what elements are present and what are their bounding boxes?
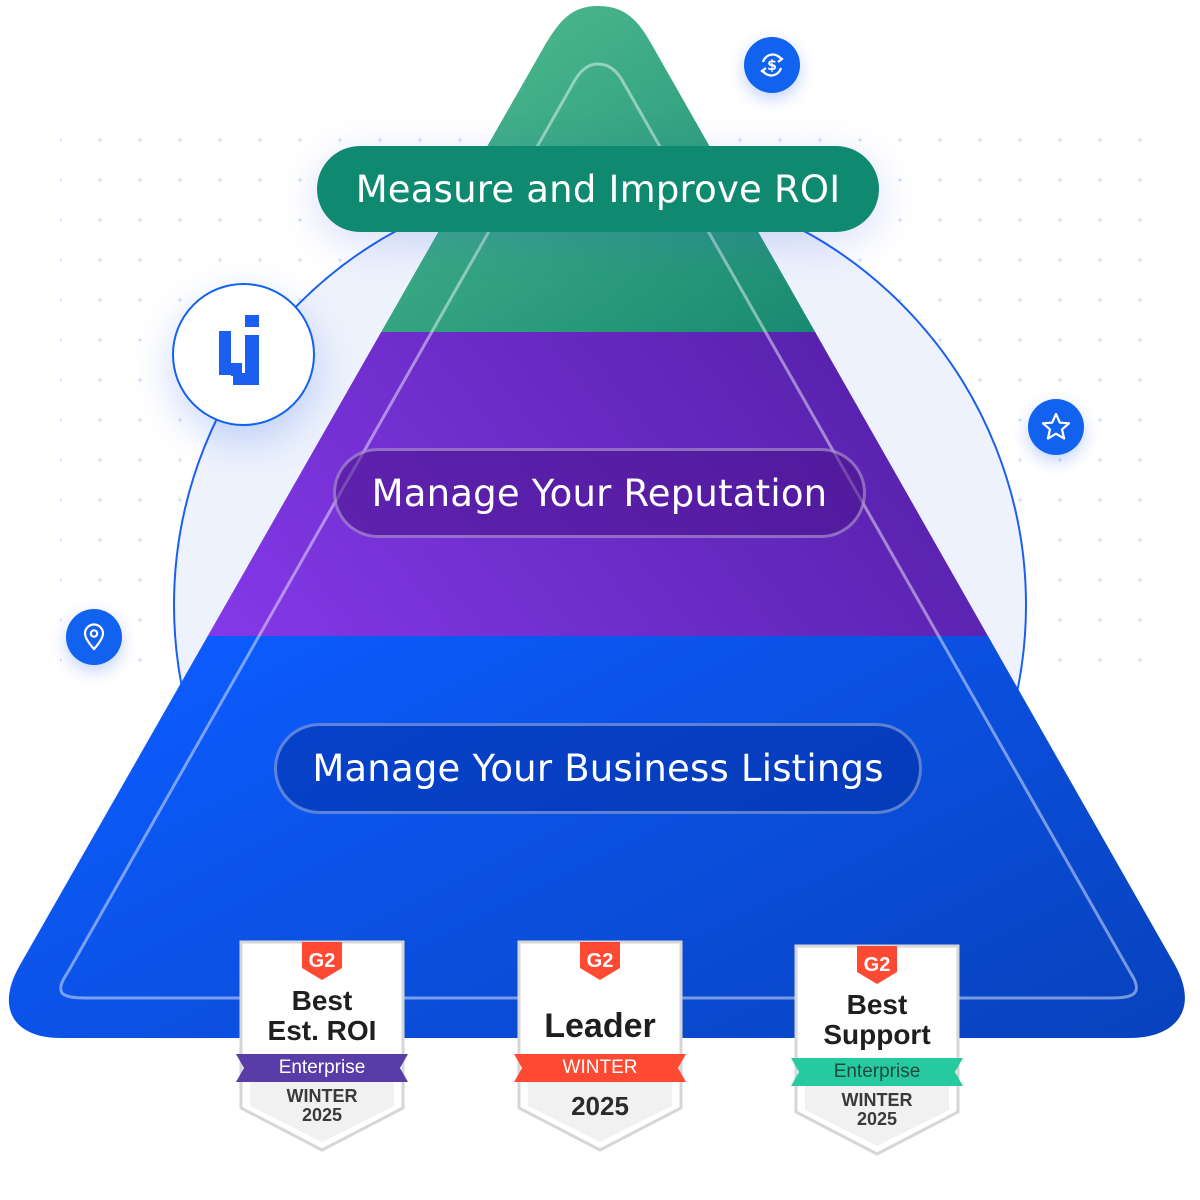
badge-title-line: Best: [291, 985, 353, 1016]
badge-footer-line: WINTER: [286, 1086, 358, 1106]
badge-footer-line: WINTER: [841, 1090, 913, 1110]
tier-label: Manage Your Reputation: [371, 471, 828, 515]
location-pin-icon: [66, 609, 122, 665]
badge-footer: WINTER 2025: [236, 1087, 408, 1125]
tier-label: Measure and Improve ROI: [355, 167, 841, 211]
badge-footer-line: 2025: [301, 1105, 343, 1125]
badge-title-line: Best: [846, 989, 908, 1020]
dollar-refresh-icon: $: [744, 37, 800, 93]
g2-logo: G2: [309, 950, 336, 972]
badge-title-line: Support: [823, 1019, 931, 1050]
tier-pill-business-listings: Manage Your Business Listings: [274, 723, 922, 814]
badge-footer: 2025: [571, 1091, 629, 1121]
badge-title: Leader: [544, 1007, 656, 1045]
tier-pill-reputation: Manage Your Reputation: [333, 448, 866, 538]
g2-logo: G2: [864, 954, 891, 976]
tier-label: Manage Your Business Listings: [312, 747, 884, 790]
g2-badge-leader: G2 Leader WINTER 2025: [514, 938, 686, 1153]
svg-text:$: $: [767, 58, 777, 74]
badge-ribbon: WINTER: [562, 1057, 638, 1078]
brand-logo-icon: [172, 283, 315, 426]
star-icon: [1028, 399, 1084, 455]
badge-footer: WINTER 2025: [791, 1091, 963, 1129]
g2-badge-best-est-roi: G2 Best Est. ROI Enterprise WINTER 2025: [236, 938, 408, 1153]
g2-logo: G2: [587, 950, 614, 972]
badge-footer-line: 2025: [856, 1109, 898, 1129]
badge-title: Best Support: [791, 990, 963, 1050]
badge-title-line: Est. ROI: [267, 1015, 377, 1046]
tier-pill-measure-roi: Measure and Improve ROI: [317, 146, 879, 232]
badge-ribbon: Enterprise: [278, 1057, 366, 1078]
g2-badge-best-support: G2 Best Support Enterprise WINTER 2025: [791, 942, 963, 1157]
badge-title: Best Est. ROI: [236, 986, 408, 1046]
badge-ribbon: Enterprise: [833, 1061, 921, 1082]
